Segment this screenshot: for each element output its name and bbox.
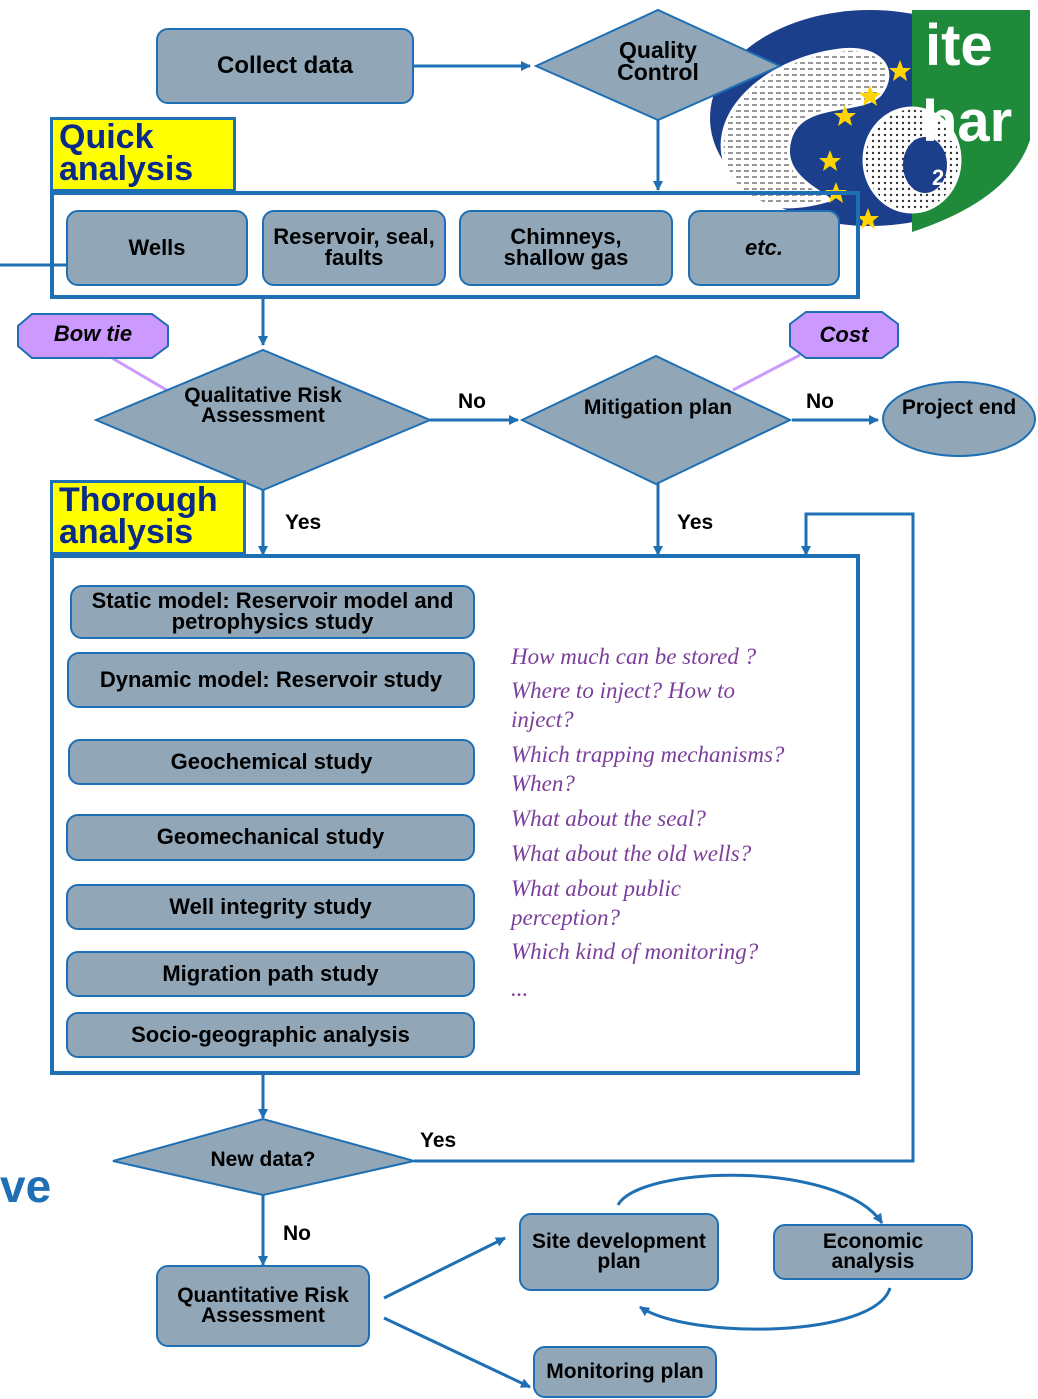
logo-text-har: har: [922, 89, 1013, 154]
quality-diamond: [533, 8, 783, 122]
newdata-diamond: [112, 1117, 415, 1197]
quality-control-label[interactable]: Quality Control: [617, 37, 699, 85]
edge-quant-sitedev: [383, 1236, 506, 1300]
question-item: Which kind of monitoring?: [511, 939, 759, 964]
sitechar-logo: [710, 10, 1030, 232]
wells-box[interactable]: Wells: [66, 210, 248, 286]
question-item: Which trapping mechanisms? When?: [511, 742, 785, 796]
thorough-analysis-frame: [50, 554, 860, 1075]
cost-link: [732, 353, 801, 392]
quantitative-risk-box[interactable]: Quantitative Risk Assessment: [156, 1265, 370, 1347]
thorough-analysis-label: Thorough analysis: [50, 480, 246, 555]
edge-label-yes-1: Yes: [285, 511, 322, 534]
qra-diamond: [93, 348, 433, 492]
question-item: ...: [511, 976, 529, 1001]
logo-text-ite: ite: [925, 13, 993, 78]
geomechanical-box[interactable]: Geomechanical study: [66, 814, 475, 861]
cost-label[interactable]: Cost: [819, 322, 869, 347]
edge-label-yes-3: Yes: [420, 1129, 457, 1152]
etc-box[interactable]: etc.: [688, 210, 840, 286]
geochemical-box[interactable]: Geochemical study: [68, 739, 475, 785]
migration-path-box[interactable]: Migration path study: [66, 951, 475, 997]
monitoring-plan-box[interactable]: Monitoring plan: [533, 1346, 717, 1398]
well-integrity-box[interactable]: Well integrity study: [66, 884, 475, 930]
qra-label[interactable]: Qualitative Risk Assessment: [184, 384, 342, 427]
cost-tag: [789, 311, 899, 359]
question-item: How much can be stored ?: [511, 644, 757, 669]
edge-quant-monitoring: [383, 1316, 531, 1389]
new-data-label[interactable]: New data?: [210, 1148, 316, 1171]
chimneys-box[interactable]: Chimneys, shallow gas: [459, 210, 673, 286]
mitigation-diamond: [519, 354, 793, 486]
project-end-label[interactable]: Project end: [901, 396, 1017, 419]
static-model-box[interactable]: Static model: Reservoir model and petrop…: [70, 585, 475, 639]
edge-economic-sitedev: [639, 1287, 892, 1331]
quick-analysis-label: Quick analysis: [50, 117, 236, 192]
question-item: What about public perception?: [511, 876, 681, 930]
bowtie-link: [111, 356, 176, 397]
socio-geographic-box[interactable]: Socio-geographic analysis: [66, 1012, 475, 1058]
edge-label-yes-2: Yes: [677, 511, 714, 534]
edge-sitedev-economic: [616, 1173, 884, 1224]
edge-label-no-2: No: [806, 390, 834, 413]
question-item: What about the old wells?: [511, 841, 752, 866]
bowtie-label[interactable]: Bow tie: [53, 321, 133, 346]
question-item: Where to inject? How to inject?: [511, 678, 735, 732]
edge-newdata-loop: [414, 512, 915, 1163]
site-development-box[interactable]: Site development plan: [519, 1213, 719, 1291]
reservoir-box[interactable]: Reservoir, seal, faults: [262, 210, 446, 286]
quick-analysis-frame: [50, 191, 860, 299]
project-end-ellipse: [882, 381, 1036, 457]
collect-data-box[interactable]: Collect data: [156, 28, 414, 104]
dynamic-model-box[interactable]: Dynamic model: Reservoir study: [67, 652, 475, 708]
economic-analysis-box[interactable]: Economic analysis: [773, 1224, 973, 1280]
logo-subscript: 2: [932, 165, 945, 190]
edge-label-no-3: No: [283, 1222, 311, 1245]
bowtie-tag: [17, 313, 169, 359]
question-item: What about the seal?: [511, 806, 706, 831]
edge-label-no-1: No: [458, 390, 486, 413]
mitigation-label[interactable]: Mitigation plan: [583, 396, 733, 419]
partial-text-ve: ve: [0, 1160, 52, 1212]
